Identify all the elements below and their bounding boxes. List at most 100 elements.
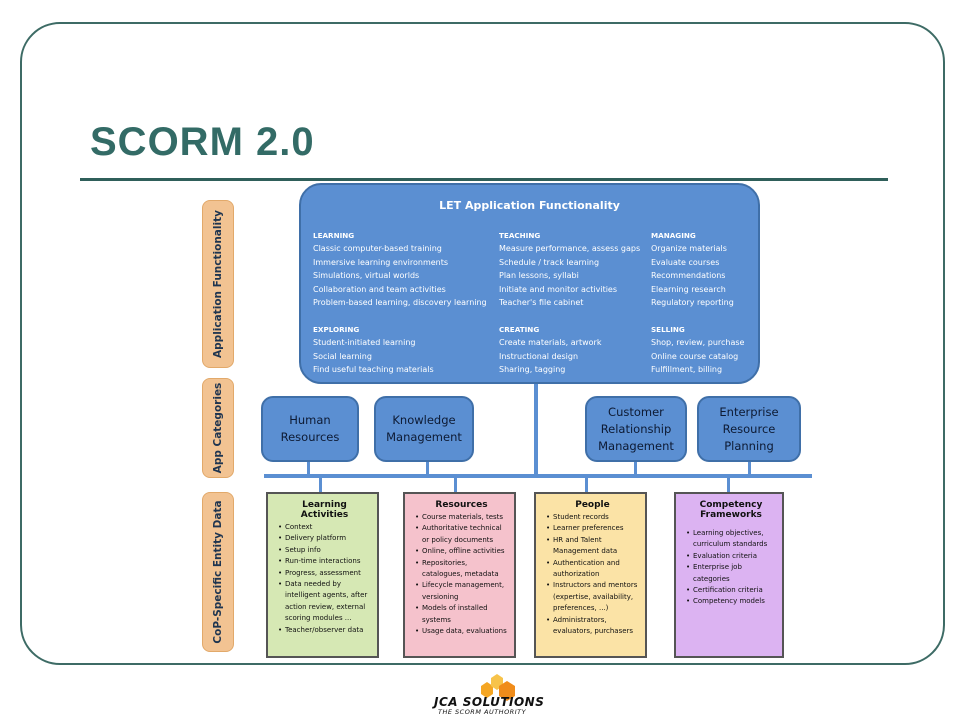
- entity-item: Administrators, evaluators, purchasers: [546, 615, 639, 638]
- group-managing: MANAGING Organize materials Evaluate cou…: [651, 229, 734, 309]
- entity-resources: Resources Course materials, tests Author…: [403, 492, 516, 658]
- group-item: Classic computer-based training: [313, 244, 442, 254]
- group-item: Sharing, tagging: [499, 365, 566, 375]
- entity-item: Certification criteria: [686, 585, 776, 597]
- entity-item: Learning objectives, curriculum standard…: [686, 528, 776, 551]
- entity-item: Competency models: [686, 596, 776, 608]
- entity-item: Authentication and authorization: [546, 558, 639, 581]
- entity-title: People: [575, 500, 610, 510]
- group-item: Problem-based learning, discovery learni…: [313, 298, 487, 308]
- side-label-text: App Categories: [212, 382, 224, 474]
- category-knowledge-management: Knowledge Management: [374, 396, 474, 462]
- group-item: Simulations, virtual worlds: [313, 271, 420, 281]
- group-item: Fulfillment, billing: [651, 365, 723, 375]
- entity-title: Learning Activities: [300, 500, 349, 520]
- panel-title: LET Application Functionality: [439, 199, 620, 212]
- trunk-connector: [534, 384, 538, 476]
- side-label-app-categories: App Categories: [202, 378, 234, 478]
- group-item: Online course catalog: [651, 351, 739, 361]
- entity-item: Progress, assessment: [278, 568, 371, 580]
- group-item: Shop, review, purchase: [651, 338, 745, 348]
- connector-people: [585, 478, 588, 492]
- group-selling: SELLING Shop, review, purchase Online co…: [651, 323, 744, 377]
- slide-title: SCORM 2.0: [90, 120, 315, 164]
- group-item: Regulatory reporting: [651, 298, 734, 308]
- connector-km: [426, 462, 429, 474]
- horizontal-bus: [264, 474, 812, 478]
- side-label-cop-entity-data: CoP-Specific Entity Data: [202, 492, 234, 652]
- category-line: Planning: [724, 438, 774, 453]
- category-line: Enterprise: [719, 404, 779, 419]
- group-heading: CREATING: [499, 325, 540, 334]
- entity-people: People Student records Learner preferenc…: [534, 492, 647, 658]
- category-line: Management: [598, 438, 674, 453]
- entity-item: Delivery platform: [278, 533, 371, 545]
- group-item: Initiate and monitor activities: [499, 284, 618, 294]
- group-item: Organize materials: [651, 244, 727, 254]
- jca-logo-icon: [481, 674, 515, 701]
- category-line: Customer: [608, 404, 664, 419]
- entity-item: Student records: [546, 512, 639, 524]
- entity-item: Evaluation criteria: [686, 551, 776, 563]
- connector-resources: [454, 478, 457, 492]
- entity-item: Authoritative technical or policy docume…: [415, 523, 508, 546]
- entity-title: Competency Frameworks: [699, 500, 763, 520]
- category-line: Resource: [722, 421, 776, 436]
- group-item: Create materials, artwork: [499, 338, 602, 348]
- slide-frame: [20, 22, 945, 665]
- entity-learning-activities: Learning Activities Context Delivery pla…: [266, 492, 379, 658]
- entity-item: Setup info: [278, 545, 371, 557]
- group-item: Elearning research: [651, 284, 726, 294]
- category-line: Management: [386, 430, 462, 444]
- group-item: Teacher's file cabinet: [499, 298, 584, 308]
- entity-item: Repositories, catalogues, metadata: [415, 558, 508, 581]
- group-item: Measure performance, assess gaps: [499, 244, 641, 254]
- group-heading: EXPLORING: [313, 325, 360, 334]
- category-line: Human: [289, 413, 331, 427]
- entity-title: Resources: [435, 500, 488, 510]
- category-human-resources: Human Resources: [261, 396, 359, 462]
- entity-item: Teacher/observer data: [278, 625, 371, 637]
- group-heading: SELLING: [651, 325, 685, 334]
- side-label-text: CoP-Specific Entity Data: [212, 500, 224, 644]
- group-item: Social learning: [313, 351, 372, 361]
- group-item: Schedule / track learning: [499, 257, 600, 267]
- group-teaching: TEACHING Measure performance, assess gap…: [499, 229, 640, 309]
- entity-item: Instructors and mentors (expertise, avai…: [546, 580, 639, 614]
- group-heading: TEACHING: [499, 231, 541, 240]
- entity-item: Lifecycle management, versioning: [415, 580, 508, 603]
- entity-item: HR and Talent Management data: [546, 535, 639, 558]
- group-item: Immersive learning environments: [313, 257, 449, 267]
- entity-competency-frameworks: Competency Frameworks Learning objective…: [674, 492, 784, 658]
- category-crm: Customer Relationship Management: [585, 396, 687, 462]
- logo-tagline: THE SCORM AUTHORITY: [438, 708, 527, 716]
- entity-item: Data needed by intelligent agents, after…: [278, 579, 371, 625]
- group-heading: MANAGING: [651, 231, 696, 240]
- group-item: Instructional design: [499, 351, 579, 361]
- side-label-text: Application Functionality: [212, 210, 224, 358]
- let-application-functionality-panel: LET Application Functionality LEARNING C…: [299, 183, 760, 384]
- category-line: Resources: [280, 430, 340, 444]
- connector-competency: [727, 478, 730, 492]
- group-item: Collaboration and team activities: [313, 284, 446, 294]
- entity-item: Context: [278, 522, 371, 534]
- group-item: Student-initiated learning: [313, 338, 416, 348]
- group-item: Evaluate courses: [651, 257, 720, 267]
- entity-item: Run-time interactions: [278, 556, 371, 568]
- group-creating: CREATING Create materials, artwork Instr…: [499, 323, 601, 377]
- logo-name: JCA SOLUTIONS: [434, 695, 545, 709]
- entity-item: Models of installed systems: [415, 603, 508, 626]
- category-erp: Enterprise Resource Planning: [697, 396, 801, 462]
- title-divider: [80, 178, 888, 181]
- connector-crm: [634, 462, 637, 474]
- category-line: Knowledge: [392, 413, 456, 427]
- category-line: Relationship: [600, 421, 672, 436]
- group-item: Find useful teaching materials: [313, 365, 434, 375]
- connector-learning-activities: [319, 478, 322, 492]
- group-item: Recommendations: [651, 271, 726, 281]
- side-label-application-functionality: Application Functionality: [202, 200, 234, 368]
- group-learning: LEARNING Classic computer-based training…: [313, 229, 487, 309]
- connector-erp: [748, 462, 751, 474]
- group-heading: LEARNING: [313, 231, 355, 240]
- group-item: Plan lessons, syllabi: [499, 271, 579, 281]
